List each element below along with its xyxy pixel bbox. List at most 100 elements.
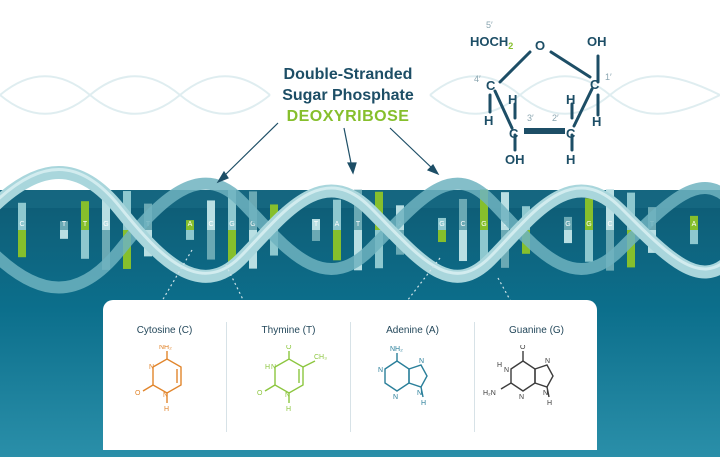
rung-letter: C bbox=[208, 221, 213, 228]
rung-upper bbox=[333, 199, 341, 230]
rung-letter: T bbox=[356, 221, 361, 228]
thymine-label: Thymine (T) bbox=[261, 325, 316, 336]
guanine-n9: N bbox=[543, 390, 548, 397]
dna-strands bbox=[0, 166, 720, 294]
thymine-ch3: CH₃ bbox=[314, 354, 327, 361]
cytosine-nh2: NH₂ bbox=[159, 345, 172, 351]
guanine-n3: N bbox=[519, 394, 524, 401]
rung-lower bbox=[459, 230, 467, 262]
adenine-n7: N bbox=[419, 358, 424, 365]
guanine-label: Guanine (G) bbox=[508, 325, 565, 336]
rung-upper bbox=[186, 220, 194, 230]
adenine-n9: N bbox=[417, 390, 422, 397]
c2-label: C bbox=[566, 126, 576, 141]
h-c3-top: H bbox=[508, 92, 517, 107]
cytosine-o: O bbox=[135, 390, 141, 397]
rung-letter: G bbox=[481, 221, 486, 228]
rung-letter: G bbox=[565, 221, 570, 228]
adenine-molecule-icon: NH₂ N N N N H bbox=[378, 346, 428, 407]
rung-letter: G bbox=[250, 221, 255, 228]
rung-letter: A bbox=[335, 221, 340, 228]
rung-upper bbox=[312, 219, 320, 230]
h-c4: H bbox=[484, 113, 493, 128]
rung-upper bbox=[480, 189, 488, 230]
adenine-h: H bbox=[421, 400, 426, 407]
rung-upper bbox=[18, 202, 26, 230]
thymine-n3: N bbox=[271, 364, 276, 371]
rung-letter: A bbox=[188, 221, 193, 228]
base-adenine: Adenine (A) NH₂ N N N N H bbox=[351, 300, 474, 450]
rung-upper bbox=[627, 192, 635, 230]
rung-lower bbox=[60, 230, 68, 239]
oh-right-label: OH bbox=[587, 34, 607, 49]
strand-back bbox=[0, 177, 720, 294]
rung-letter: G bbox=[103, 221, 108, 228]
rung-lower bbox=[102, 230, 110, 270]
rung-letter: T bbox=[83, 221, 88, 228]
oh-bottom-label: OH bbox=[505, 152, 525, 167]
rung-upper bbox=[585, 198, 593, 230]
rung-upper bbox=[207, 200, 215, 230]
thymine-o-top: O bbox=[286, 345, 292, 351]
c3-label: C bbox=[509, 126, 519, 141]
rung-upper bbox=[228, 189, 236, 230]
pointer-lines bbox=[216, 122, 440, 184]
pos-4-label: 4′ bbox=[474, 74, 481, 84]
rung-lower bbox=[585, 230, 593, 262]
hoch2-label: HOCH2 bbox=[470, 34, 513, 51]
rung-lower bbox=[333, 230, 341, 261]
rung-lower bbox=[312, 230, 320, 241]
thymine-molecule-icon: O CH₃ H N O N H bbox=[257, 345, 327, 413]
pos-3-label: 3′ bbox=[527, 113, 534, 123]
cytosine-n3: N bbox=[149, 364, 154, 371]
pos-5-label: 5′ bbox=[486, 20, 493, 30]
panel-divider-3 bbox=[474, 322, 475, 432]
adenine-n3: N bbox=[393, 394, 398, 401]
rung-upper bbox=[606, 189, 614, 230]
rung-letter: A bbox=[692, 221, 697, 228]
guanine-h2n: H₂N bbox=[483, 390, 496, 397]
bases-panel: Cytosine (C) NH₂ N O N H bbox=[103, 300, 597, 450]
rung-lower bbox=[81, 230, 89, 259]
rung-letter: C bbox=[607, 221, 612, 228]
title-line-2: Sugar Phosphate bbox=[282, 87, 414, 104]
rung-upper bbox=[459, 198, 467, 230]
thymine-h-top: H bbox=[265, 364, 270, 371]
thymine-n1: N bbox=[285, 392, 290, 399]
guanine-molecule-icon: O H N H₂N N N N H bbox=[483, 345, 554, 407]
panel-divider-2 bbox=[350, 322, 351, 432]
title-line-1: Double-Stranded bbox=[283, 66, 413, 83]
rung-letter: G bbox=[439, 221, 444, 228]
rung-lower bbox=[18, 230, 26, 258]
rung-lower bbox=[480, 230, 488, 271]
pos-2-label: 2′ bbox=[552, 113, 559, 123]
rung-letter: G bbox=[586, 221, 591, 228]
rung-lower bbox=[564, 230, 572, 244]
guanine-h: H bbox=[547, 400, 552, 407]
rung-lower bbox=[438, 230, 446, 243]
rung-letter: C bbox=[19, 221, 24, 228]
deoxyribose-structure: HOCH2 O OH C C C C H H H H H OH 5′ 4′ 3′… bbox=[470, 20, 612, 167]
rung-upper bbox=[102, 190, 110, 230]
thymine-h: H bbox=[286, 406, 291, 413]
base-cytosine: Cytosine (C) NH₂ N O N H bbox=[103, 300, 226, 450]
rung-lower bbox=[207, 230, 215, 260]
guanine-o: O bbox=[520, 345, 526, 351]
cytosine-label: Cytosine (C) bbox=[136, 325, 193, 336]
guanine-h-top: H bbox=[497, 362, 502, 369]
rung-letter: T bbox=[62, 221, 67, 228]
h-c1: H bbox=[592, 114, 601, 129]
rung-lower bbox=[627, 230, 635, 268]
adenine-n1: N bbox=[378, 367, 383, 374]
rung-lower bbox=[186, 230, 194, 240]
thymine-o-bottom: O bbox=[257, 390, 263, 397]
panel-divider-1 bbox=[226, 322, 227, 432]
cytosine-n1: N bbox=[163, 392, 168, 399]
rung-upper bbox=[81, 201, 89, 230]
rung-upper bbox=[690, 215, 698, 230]
ring-oxygen-label: O bbox=[535, 38, 545, 53]
guanine-n1: N bbox=[504, 367, 509, 374]
c1-label: C bbox=[590, 77, 600, 92]
rung-upper bbox=[438, 217, 446, 230]
